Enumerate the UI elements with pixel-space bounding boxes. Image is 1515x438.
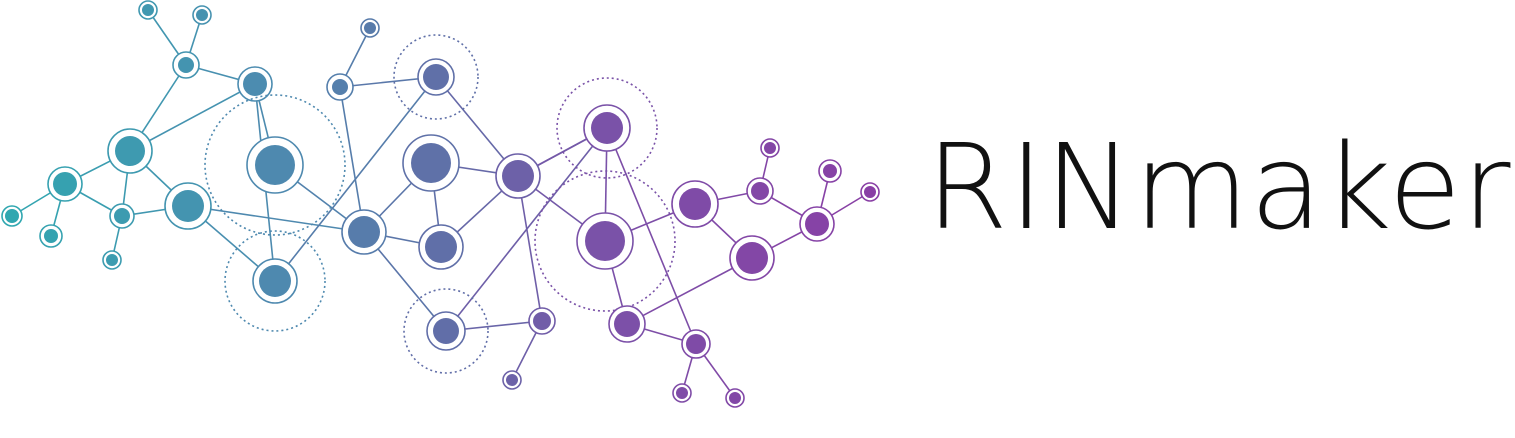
node-core bbox=[332, 79, 348, 95]
network-node bbox=[138, 0, 158, 20]
node-core bbox=[5, 209, 19, 223]
node-core bbox=[178, 57, 194, 73]
network-node bbox=[860, 182, 880, 202]
network-node bbox=[192, 5, 212, 25]
node-core bbox=[106, 254, 118, 266]
node-core bbox=[423, 64, 449, 90]
node-core bbox=[44, 229, 58, 243]
network-node bbox=[502, 370, 522, 390]
node-core bbox=[364, 22, 376, 34]
node-core bbox=[864, 186, 876, 198]
node-core bbox=[736, 242, 768, 274]
network-node bbox=[47, 166, 83, 202]
network-edge bbox=[626, 257, 753, 325]
node-core bbox=[751, 182, 769, 200]
node-core bbox=[433, 318, 459, 344]
node-dashed-halo bbox=[204, 94, 346, 236]
network-node bbox=[1, 205, 23, 227]
node-core bbox=[114, 208, 130, 224]
network-node bbox=[172, 51, 200, 79]
node-dashed-halo bbox=[393, 34, 479, 120]
network-node bbox=[224, 230, 326, 332]
network-node bbox=[818, 159, 842, 183]
network-node bbox=[672, 383, 692, 403]
network-node bbox=[495, 153, 541, 199]
node-core bbox=[676, 387, 688, 399]
network-node bbox=[725, 388, 745, 408]
node-core bbox=[679, 188, 711, 220]
network-edge bbox=[129, 83, 256, 152]
node-core bbox=[425, 231, 457, 263]
node-core bbox=[411, 143, 451, 183]
node-core bbox=[255, 145, 295, 185]
node-core bbox=[53, 172, 77, 196]
network-edge bbox=[517, 175, 543, 322]
logo-wordmark: RINmaker bbox=[926, 118, 1512, 256]
network-node bbox=[403, 288, 489, 374]
network-node bbox=[326, 73, 354, 101]
network-node bbox=[556, 77, 658, 179]
network-node bbox=[729, 235, 775, 281]
node-core bbox=[805, 212, 829, 236]
network-node bbox=[746, 177, 774, 205]
node-core bbox=[591, 112, 623, 144]
network-node bbox=[107, 128, 153, 174]
network-node bbox=[164, 182, 212, 230]
network-nodes bbox=[1, 0, 880, 408]
network-node bbox=[534, 170, 676, 312]
network-graph-icon bbox=[1, 0, 880, 408]
network-node bbox=[204, 94, 346, 236]
node-core bbox=[506, 374, 518, 386]
network-node bbox=[393, 34, 479, 120]
network-node bbox=[528, 307, 556, 335]
network-node bbox=[402, 134, 460, 192]
network-edge bbox=[445, 127, 608, 332]
node-core bbox=[115, 136, 145, 166]
node-dashed-halo bbox=[556, 77, 658, 179]
network-node bbox=[799, 206, 835, 242]
node-core bbox=[614, 311, 640, 337]
network-node bbox=[608, 305, 646, 343]
network-edge bbox=[187, 205, 365, 233]
network-node bbox=[671, 180, 719, 228]
node-core bbox=[533, 312, 551, 330]
node-dashed-halo bbox=[403, 288, 489, 374]
node-core bbox=[348, 216, 380, 248]
node-core bbox=[243, 72, 267, 96]
node-core bbox=[764, 142, 776, 154]
network-edge bbox=[606, 127, 697, 345]
node-core bbox=[502, 160, 534, 192]
node-core bbox=[172, 190, 204, 222]
network-node bbox=[360, 18, 380, 38]
network-node bbox=[341, 209, 387, 255]
network-node bbox=[109, 203, 135, 229]
node-core bbox=[686, 334, 706, 354]
network-edge bbox=[339, 86, 365, 233]
node-dashed-halo bbox=[534, 170, 676, 312]
node-core bbox=[259, 265, 291, 297]
network-node bbox=[237, 66, 273, 102]
node-core bbox=[823, 164, 837, 178]
node-core bbox=[585, 221, 625, 261]
network-node bbox=[681, 329, 711, 359]
network-node bbox=[39, 224, 63, 248]
node-core bbox=[196, 9, 208, 21]
network-node bbox=[102, 250, 122, 270]
network-node bbox=[418, 224, 464, 270]
node-core bbox=[142, 4, 154, 16]
node-dashed-halo bbox=[224, 230, 326, 332]
node-core bbox=[729, 392, 741, 404]
network-node bbox=[760, 138, 780, 158]
